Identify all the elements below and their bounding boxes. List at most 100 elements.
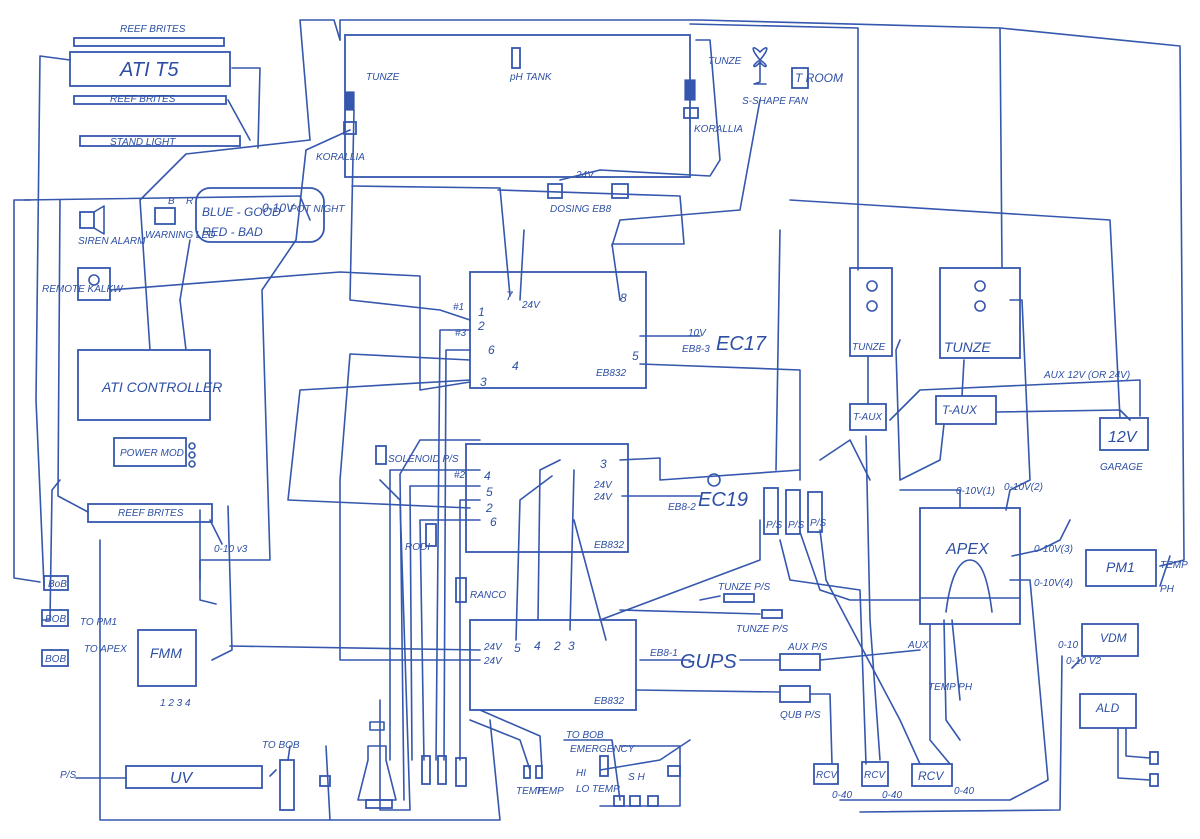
- ald-sensor-2: [1149, 773, 1159, 787]
- label-reef-brites-2: REEF BRITES: [110, 94, 176, 105]
- label-o40-b: 0-40: [882, 790, 902, 801]
- wiring-lines: [13, 19, 1185, 821]
- label-temp-b1: TEMP: [516, 786, 544, 797]
- label-b: B: [168, 196, 175, 207]
- bob-3-box: [41, 649, 69, 667]
- label-t-aux1: T-AUX: [853, 412, 882, 423]
- eb832-2-box: [465, 443, 629, 553]
- label-sw-emergency: EMERGENCY: [570, 744, 636, 755]
- label-q4: 4: [484, 469, 491, 483]
- t-aux-2-box: [935, 395, 997, 425]
- ec19-connector: [707, 473, 721, 487]
- label-fmm: FMM: [150, 645, 182, 661]
- label-rcv-b: RCV: [864, 770, 886, 781]
- label-q2: 2: [485, 501, 493, 515]
- label-hash3: #3: [455, 328, 467, 339]
- label-tunze-tank: TUNZE: [366, 72, 400, 83]
- label-reef-brites-3: REEF BRITES: [118, 508, 184, 519]
- label-tunze-ps2: TUNZE P/S: [736, 624, 789, 635]
- label-s-h: S H: [628, 772, 645, 783]
- label-sw-lo: LO: [576, 784, 590, 795]
- label-ati-controller: ATI CONTROLLER: [101, 379, 222, 395]
- label-qub-ps: QUB P/S: [780, 710, 821, 721]
- ati-controller-box: [77, 349, 211, 421]
- label-0-10v-2: 0-10V(2): [1004, 482, 1043, 493]
- label-tunze-right: TUNZE: [708, 56, 742, 67]
- label-to-bob-mid: TO BOB: [566, 730, 604, 741]
- warning-led-icon: [154, 207, 176, 225]
- reef-brites-strip-2: [73, 95, 227, 105]
- label-siren-alarm: SIREN ALARM: [78, 236, 146, 247]
- label-tunze-box1: TUNZE: [852, 342, 886, 353]
- room-temp-sensor: [791, 67, 809, 89]
- label-eb832-2: EB832: [594, 540, 624, 551]
- label-stand-light: STAND LIGHT: [110, 137, 176, 148]
- label-ph-right: PH: [1160, 584, 1175, 595]
- label-tunze-ps1: TUNZE P/S: [718, 582, 771, 593]
- bottom-ps-3: [455, 757, 467, 787]
- vdm-box: [1081, 623, 1139, 657]
- label-0-10-vdm1: 0-10: [1058, 640, 1078, 651]
- label-r2: 2: [553, 639, 561, 653]
- label-aux-small: AUX: [907, 640, 929, 651]
- label-pm1: PM1: [1106, 559, 1135, 575]
- ranco-box: [455, 577, 467, 603]
- label-ps-left: P/S: [60, 770, 76, 781]
- label-port-1: 1: [478, 305, 485, 319]
- fan-icon: [752, 47, 768, 68]
- label-temp-b2: TEMP: [536, 786, 564, 797]
- label-power-module: POWER MOD: [120, 448, 184, 459]
- label-q24v-a: 24V: [593, 480, 613, 491]
- skimmer-icon: [357, 745, 397, 801]
- label-ps3: P/S: [810, 518, 826, 529]
- uv-box: [125, 765, 263, 789]
- reef-brites-strip-1: [73, 37, 225, 47]
- label-remote-kalkwasser: REMOTE KALKW: [42, 284, 124, 295]
- label-bob-2: BOB: [45, 614, 66, 625]
- 12v-psu-box: [1099, 417, 1149, 451]
- ph-probe-tank: [511, 47, 521, 69]
- label-uv: UV: [170, 770, 194, 787]
- reef-brites-strip-3: [87, 503, 213, 523]
- korallia-pump-right: [683, 107, 699, 119]
- label-gups: GUPS: [680, 651, 737, 673]
- kalkwasser-box: [77, 267, 111, 301]
- label-port-3: 3: [480, 375, 487, 389]
- korallia-pump-left: [343, 121, 357, 135]
- label-aux-12v: AUX 12V (OR 24V): [1043, 370, 1130, 381]
- label-eb832-1: EB832: [596, 368, 626, 379]
- label-garage: GARAGE: [1100, 462, 1143, 473]
- siren-icon: [79, 211, 95, 229]
- ps-brick-2: [785, 489, 801, 535]
- tunze-pump-left: [345, 91, 355, 111]
- label-ec17: EC17: [716, 333, 767, 355]
- label-solenoid-ps: SOLENOID P/S: [388, 454, 459, 465]
- skimmer-top: [369, 721, 385, 731]
- label-ps1: P/S: [766, 520, 782, 531]
- tunze-controller-1: [849, 267, 893, 357]
- label-q5: 5: [486, 485, 493, 499]
- label-bob-2-note: TO PM1: [80, 617, 117, 628]
- label-0-10v: 0-10V: [262, 201, 295, 215]
- ald-sensor-1: [1149, 751, 1159, 765]
- temp-probe-b2: [535, 765, 543, 779]
- label-ald: ALD: [1095, 701, 1120, 715]
- rcv-b-box: [861, 761, 889, 787]
- label-24v-top: 24V: [575, 170, 595, 181]
- label-pot-night: POT NIGHT: [290, 204, 345, 215]
- label-ranco: RANCO: [470, 590, 506, 601]
- pm1-box: [1085, 549, 1157, 587]
- label-port-24v: 24V: [521, 300, 541, 311]
- qub-ps-box: [779, 685, 811, 703]
- label-12v: 12V: [1108, 429, 1138, 446]
- rcv-c-box: [911, 763, 953, 787]
- label-r3: 3: [568, 639, 575, 653]
- stand-light-strip: [79, 135, 241, 147]
- label-eb8-2: EB8-2: [668, 502, 696, 513]
- label-o40-c: 0-40: [954, 786, 974, 797]
- label-r5: 5: [514, 641, 521, 655]
- label-eb8-3: EB8-3: [682, 344, 710, 355]
- label-rcv-a: RCV: [816, 770, 838, 781]
- bottom-small-switch: [319, 775, 331, 787]
- label-q3: 3: [600, 457, 607, 471]
